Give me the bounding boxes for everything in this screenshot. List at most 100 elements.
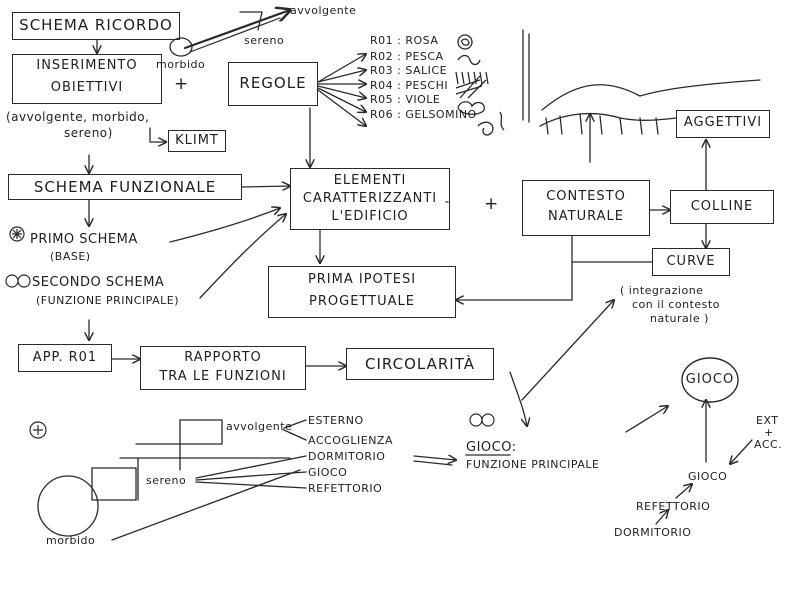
arrow-refettorio-to-gioco: [675, 484, 692, 499]
text-progettuale: PROGETTUALE: [309, 294, 415, 309]
label-sereno-top: sereno: [244, 34, 285, 47]
label-integrazione-2: con il contesto: [632, 298, 720, 311]
function-gioco: GIOCO: [308, 466, 348, 479]
top-diagonal-line: [183, 10, 290, 50]
text-naturale: NATURALE: [548, 209, 624, 224]
label-dormitorio-right: DORMITORIO: [614, 526, 692, 539]
label-refettorio-right: REFETTORIO: [636, 500, 711, 513]
arrow-schema-to-elementi: [241, 186, 290, 187]
text-edificio: L'EDIFICIO: [331, 209, 409, 224]
label-sereno-bottom: sereno: [146, 474, 187, 487]
func-line-1: [283, 419, 307, 429]
top-horizontal: [239, 11, 263, 31]
sketch-step-1: [91, 467, 137, 501]
arrow-curve-to-prima: [456, 261, 653, 300]
box-inserimento-obiettivi: [12, 54, 162, 104]
arrow-to-gioco-circle: [625, 406, 668, 433]
label-plus-2: +: [484, 194, 499, 214]
arrow-to-klimt: [149, 127, 166, 142]
text-contesto: CONTESTO: [546, 189, 626, 204]
text-curve: CURVE: [666, 254, 716, 269]
label-secondo-schema: SECONDO SCHEMA: [32, 275, 165, 290]
double-arrow-to-gioco: [413, 456, 456, 460]
text-aggettivi: AGGETTIVI: [683, 115, 763, 130]
text-gioco-circle: GIOCO: [685, 372, 735, 387]
box-regole: [228, 62, 318, 106]
rose-icon: [457, 34, 473, 50]
text-caratterizzanti: CARATTERIZZANTI: [302, 191, 438, 206]
func-line-2: [283, 429, 307, 441]
label-avvolgente-bottom: avvolgente: [226, 420, 293, 433]
box-prima-ipotesi: [268, 266, 456, 318]
label-integrazione-1: ( integrazione: [620, 284, 704, 297]
label-integrazione-3: naturale ): [650, 312, 709, 325]
box-aggettivi: [676, 110, 770, 138]
label-gioco-right: GIOCO: [688, 470, 728, 483]
rule-line-6: [317, 89, 366, 126]
function-esterno: ESTERNO: [308, 414, 364, 427]
arrow-gioco-to-integrazione: [521, 300, 614, 401]
morbido-bottom-line: [111, 469, 301, 541]
asterisk-marker-secondo-a: [5, 274, 19, 288]
function-accoglienza: ACCOGLIENZA: [308, 434, 393, 447]
top-diagonal-line-2: [189, 17, 281, 53]
rule-r06: R06 : GELSOMINO: [370, 108, 477, 121]
spiral-icon: [477, 121, 494, 136]
label-morbido-top: morbido: [156, 58, 206, 71]
function-refettorio: REFETTORIO: [308, 482, 383, 495]
cross-hatch-icon: [455, 75, 487, 99]
text-obiettivi: OBIETTIVI: [50, 80, 124, 95]
text-schema-funzionale: SCHEMA FUNZIONALE: [33, 178, 217, 196]
cloud-icon: [457, 101, 485, 115]
label-primo-schema: PRIMO SCHEMA: [30, 232, 138, 247]
asterisk-marker-primo: [9, 226, 25, 242]
text-elementi: ELEMENTI: [333, 173, 407, 188]
rule-r05: R05 : VIOLE: [370, 93, 441, 106]
text-klimt: KLIMT: [175, 133, 219, 148]
func-line-3: [195, 455, 307, 479]
text-tra-le-funzioni: TRA LE FUNZIONI: [159, 369, 287, 384]
morbido-blob: [169, 37, 193, 57]
label-gioco-principale: GIOCO:: [466, 440, 517, 455]
rule-line-1: [317, 54, 366, 83]
box-circolarita: [346, 348, 494, 380]
label-avvolgente-top: avvolgente: [290, 4, 357, 17]
box-colline: [670, 190, 774, 224]
arrow-secondo-to-elementi: [199, 214, 286, 299]
rule-r02: R02 : PESCA: [370, 50, 444, 63]
text-app-r01: APP. R01: [32, 350, 98, 365]
text-colline: COLLINE: [690, 199, 754, 214]
box-contesto-naturale: [522, 180, 650, 236]
label-morbido-bottom: morbido: [46, 534, 96, 547]
text-prima-ipotesi: PRIMA IPOTESI: [307, 272, 417, 287]
arrow-primo-to-elementi: [169, 208, 280, 243]
gioco-circle-shape: [681, 357, 739, 403]
arrow-circolarita-to-gioco: [509, 371, 527, 426]
label-primo-base: (BASE): [50, 250, 91, 263]
box-elementi: [290, 168, 450, 230]
label-funzione-principale-bottom: FUNZIONE PRINCIPALE: [466, 458, 600, 471]
label-adjectives-line2: sereno): [64, 126, 113, 140]
rule-line-5: [317, 87, 366, 112]
hills-sketch: [541, 79, 761, 111]
double-arrow-line-2: [413, 460, 453, 466]
rule-line-2: [317, 70, 366, 83]
function-dormitorio: DORMITORIO: [308, 450, 386, 463]
label-funzione-principale: (FUNZIONE PRINCIPALE): [36, 294, 180, 307]
box-schema-ricordo: [12, 12, 180, 40]
squiggle-icon: [499, 111, 505, 131]
rule-r01: R01 : ROSA: [370, 34, 439, 47]
box-app-r01: [18, 344, 112, 372]
text-circolarita: CIRCOLARITÀ: [365, 355, 475, 373]
rule-line-4: [317, 85, 366, 98]
text-inserimento: INSERIMENTO: [36, 58, 138, 73]
rule-r04: R04 : PESCHI: [370, 79, 449, 92]
wave-icon: [457, 54, 481, 66]
label-adjectives-line1: (avvolgente, morbido,: [6, 110, 150, 124]
func-line-4: [195, 471, 307, 481]
text-regole: REGOLE: [239, 74, 307, 92]
rule-r03: R03 : SALICE: [370, 64, 448, 77]
sketch-step-2: [135, 443, 181, 471]
